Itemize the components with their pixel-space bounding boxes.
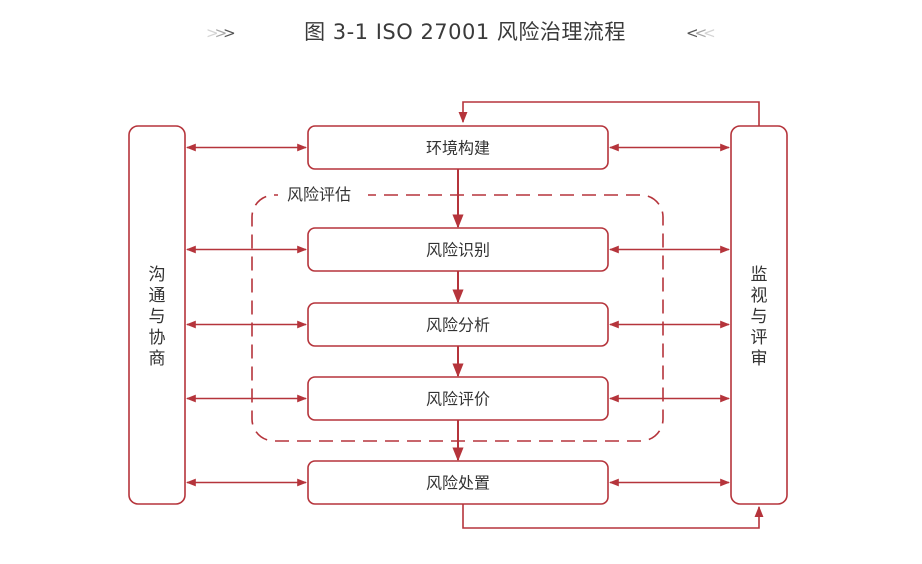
step-box: [307, 460, 609, 505]
step-label: 风险处置: [426, 474, 490, 493]
figure-title: 图 3-1 ISO 27001 风险治理流程: [304, 20, 626, 44]
step-label: 风险识别: [426, 241, 490, 260]
panel-char: 商: [149, 349, 166, 369]
panel-char: 与: [149, 307, 166, 327]
step-box: [307, 376, 609, 421]
feedback-loop-top: [458, 101, 760, 126]
panel-char: 监: [751, 265, 768, 285]
step-label: 风险分析: [426, 316, 490, 335]
group-label-backdrop: [278, 183, 368, 207]
feedback-loop-bottom: [462, 504, 764, 529]
step-label: 风险评价: [426, 390, 490, 409]
step-box: [307, 227, 609, 272]
panel-char: 通: [149, 286, 166, 306]
panel-char: 视: [751, 286, 768, 306]
step-label: 环境构建: [426, 139, 490, 158]
group-label: 风险评估: [287, 185, 351, 204]
title-bar: >>> 图 3-1 ISO 27001 风险治理流程 <<<: [0, 14, 922, 50]
panel-char: 协: [149, 328, 166, 348]
panel-char: 与: [751, 307, 768, 327]
panel-char: 审: [751, 349, 768, 369]
communication-panel: [128, 125, 186, 505]
panel-char: 评: [751, 328, 768, 348]
step-box: [307, 125, 609, 170]
panel-char: 沟: [149, 265, 166, 285]
step-box: [307, 302, 609, 347]
